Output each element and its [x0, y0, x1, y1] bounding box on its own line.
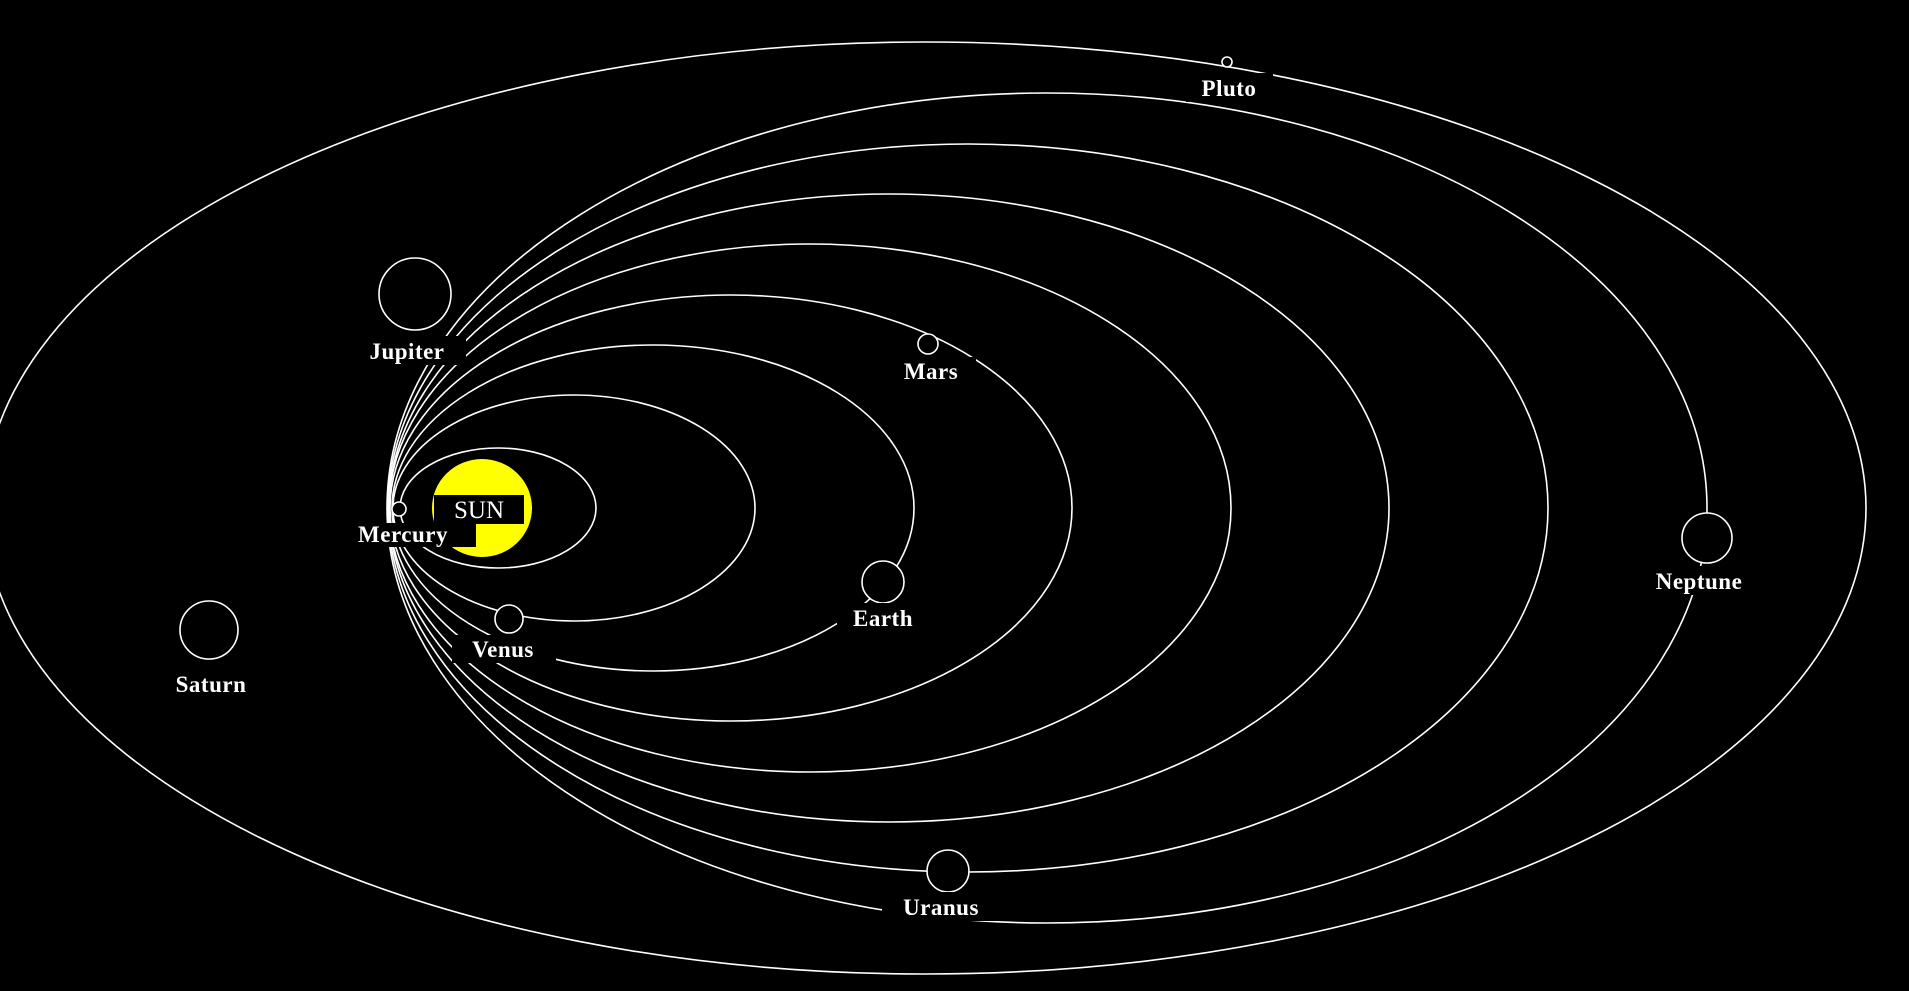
planet-venus: [494, 604, 524, 634]
mask-mars: [887, 357, 976, 386]
planet-neptune: [1681, 512, 1733, 564]
orbit-neptune: [386, 92, 1708, 924]
planet-mercury: [391, 501, 407, 517]
label-uranus: Uranus: [903, 895, 979, 920]
mask-neptune: [1628, 566, 1770, 595]
orbit-saturn: [388, 193, 1390, 823]
planets: [179, 56, 1733, 893]
label-mars: Mars: [904, 359, 958, 384]
orbit-mars: [389, 294, 1073, 722]
label-saturn: Saturn: [176, 672, 247, 697]
planet-earth: [861, 560, 905, 604]
sun-label: SUN: [454, 497, 504, 524]
sun-label-box: [434, 495, 524, 524]
mask-venus: [452, 635, 556, 663]
label-earth: Earth: [853, 606, 913, 631]
orbits: [0, 41, 1867, 975]
mask-jupiter: [350, 336, 466, 365]
planet-uranus: [926, 849, 970, 893]
orbit-uranus: [387, 143, 1549, 873]
label-pluto: Pluto: [1202, 76, 1257, 101]
label-neptune: Neptune: [1656, 569, 1743, 594]
label-mercury: Mercury: [358, 522, 448, 547]
mask-pluto: [1186, 73, 1273, 102]
planet-mars: [917, 333, 939, 355]
mask-saturn: [157, 669, 265, 698]
orbit-pluto: [0, 41, 1867, 975]
planet-pluto: [1221, 56, 1233, 68]
label-masks: [157, 73, 1770, 921]
mask-uranus: [882, 892, 999, 921]
label-venus: Venus: [472, 637, 534, 662]
planet-jupiter: [378, 257, 452, 331]
planet-saturn: [179, 600, 239, 660]
label-jupiter: Jupiter: [369, 339, 444, 364]
mask-mercury: [330, 523, 476, 547]
planet-labels: Mercury Venus Earth Mars Jupiter Saturn …: [176, 76, 1743, 920]
mask-earth: [837, 603, 932, 633]
